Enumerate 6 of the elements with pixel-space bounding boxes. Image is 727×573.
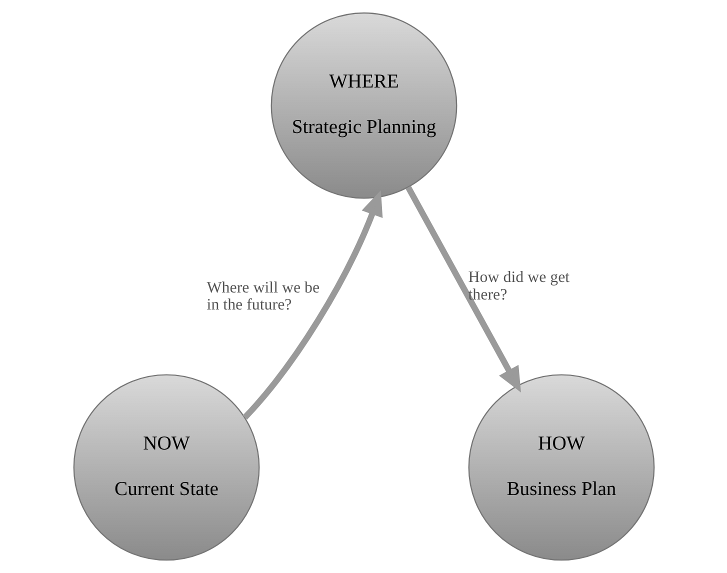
arrow [242, 190, 382, 420]
arrow [405, 186, 520, 392]
node-circle: WHERE Strategic Planning [270, 12, 457, 199]
node-circle: NOW Current State [72, 374, 260, 561]
node-circle: HOW Business Plan [468, 374, 654, 561]
edge-label: Where will we be in the future? [206, 279, 320, 314]
